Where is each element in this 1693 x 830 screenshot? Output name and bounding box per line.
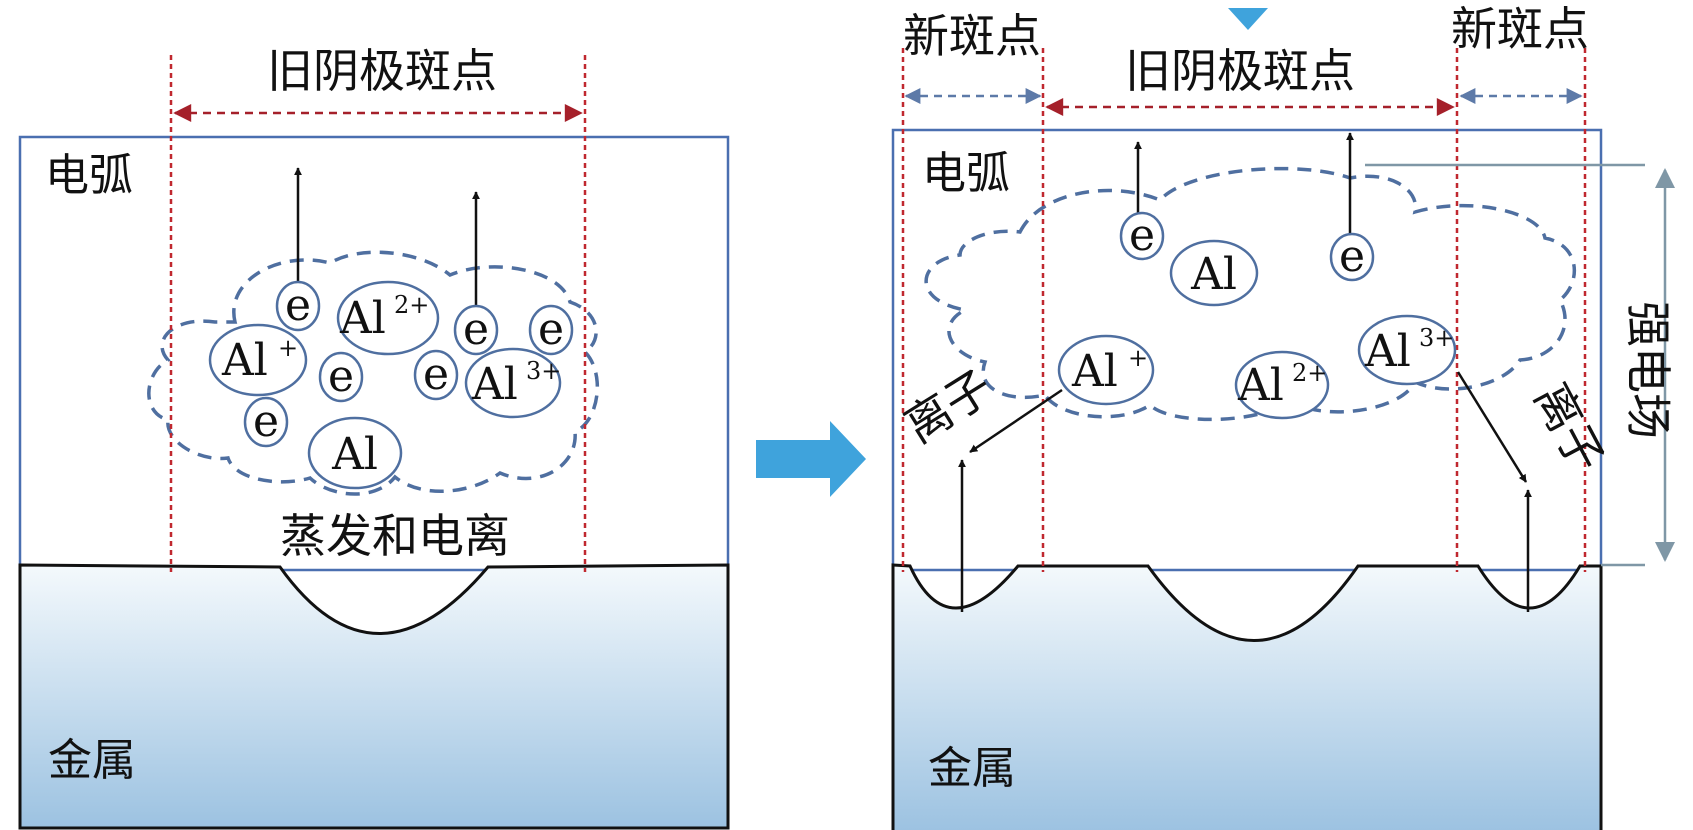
- left-al2-ion: Al 2+: [336, 280, 440, 356]
- focus-marker-triangle: [1228, 8, 1268, 30]
- svg-text:e: e: [285, 280, 311, 331]
- right-panel: 新斑点 旧阴极斑点 新斑点 电弧 金属 强电场 离子 离子 e e Al: [891, 2, 1675, 830]
- left-al3-ion: Al 3+: [464, 347, 561, 419]
- svg-text:3+: 3+: [1419, 324, 1454, 352]
- svg-text:e: e: [423, 349, 449, 400]
- right-electron-1: e: [1119, 210, 1165, 261]
- left-al1-ion: Al +: [208, 323, 308, 397]
- svg-text:3+: 3+: [526, 357, 561, 385]
- svg-text:2+: 2+: [1292, 359, 1327, 387]
- svg-text:2+: 2+: [394, 291, 429, 319]
- svg-text:Al: Al: [331, 429, 378, 480]
- right-new-spot-left-label: 新斑点: [903, 9, 1041, 63]
- right-al1-ion: Al +: [1057, 334, 1155, 406]
- right-new-spot-right-label: 新斑点: [1451, 2, 1589, 56]
- right-al3-ion: Al 3+: [1357, 314, 1457, 386]
- svg-text:Al: Al: [1190, 249, 1237, 300]
- svg-text:+: +: [278, 334, 298, 362]
- left-electron-1: e: [275, 280, 321, 332]
- left-metal-block: [18, 563, 730, 830]
- left-electron-2: e: [318, 351, 364, 403]
- right-old-spot-label: 旧阴极斑点: [1125, 44, 1355, 98]
- right-arc-label: 电弧: [922, 148, 1010, 199]
- left-plasma-cloud: [147, 250, 599, 496]
- svg-text:Al: Al: [1071, 346, 1118, 397]
- svg-text:e: e: [253, 396, 279, 447]
- left-ion-path-arrow: [969, 388, 1063, 454]
- left-al-atom: Al: [307, 416, 403, 490]
- left-metal-label: 金属: [48, 735, 136, 786]
- field-label: 强电场: [1621, 301, 1675, 439]
- transition-arrow: [756, 421, 866, 497]
- left-old-spot-label: 旧阴极斑点: [267, 44, 497, 98]
- svg-text:Al: Al: [221, 335, 268, 386]
- right-electron-2: e: [1329, 231, 1375, 282]
- right-arc-box: [891, 128, 1603, 572]
- left-electron-6: e: [528, 304, 574, 356]
- left-electron-5: e: [453, 304, 499, 356]
- svg-text:+: +: [1128, 344, 1148, 372]
- svg-text:e: e: [463, 304, 489, 355]
- right-ion-path-arrow: [1456, 371, 1528, 483]
- left-arc-label: 电弧: [45, 150, 133, 201]
- right-al2-ion: Al 2+: [1234, 350, 1330, 420]
- svg-text:e: e: [538, 304, 564, 355]
- left-electron-4: e: [413, 349, 459, 401]
- right-metal-label: 金属: [928, 743, 1016, 794]
- left-electron-3: e: [243, 396, 289, 448]
- svg-text:Al: Al: [1364, 326, 1411, 377]
- svg-text:e: e: [1339, 231, 1365, 282]
- svg-text:e: e: [328, 351, 354, 402]
- svg-text:e: e: [1129, 210, 1155, 261]
- svg-text:Al: Al: [1237, 360, 1284, 411]
- left-process-label: 蒸发和电离: [280, 509, 510, 563]
- left-panel: 旧阴极斑点 电弧 蒸发和电离 金属 Al + Al 2+ Al 3+ Al: [18, 44, 730, 830]
- svg-text:Al: Al: [339, 293, 386, 344]
- svg-text:Al: Al: [471, 359, 518, 410]
- right-al-atom: Al: [1169, 239, 1259, 307]
